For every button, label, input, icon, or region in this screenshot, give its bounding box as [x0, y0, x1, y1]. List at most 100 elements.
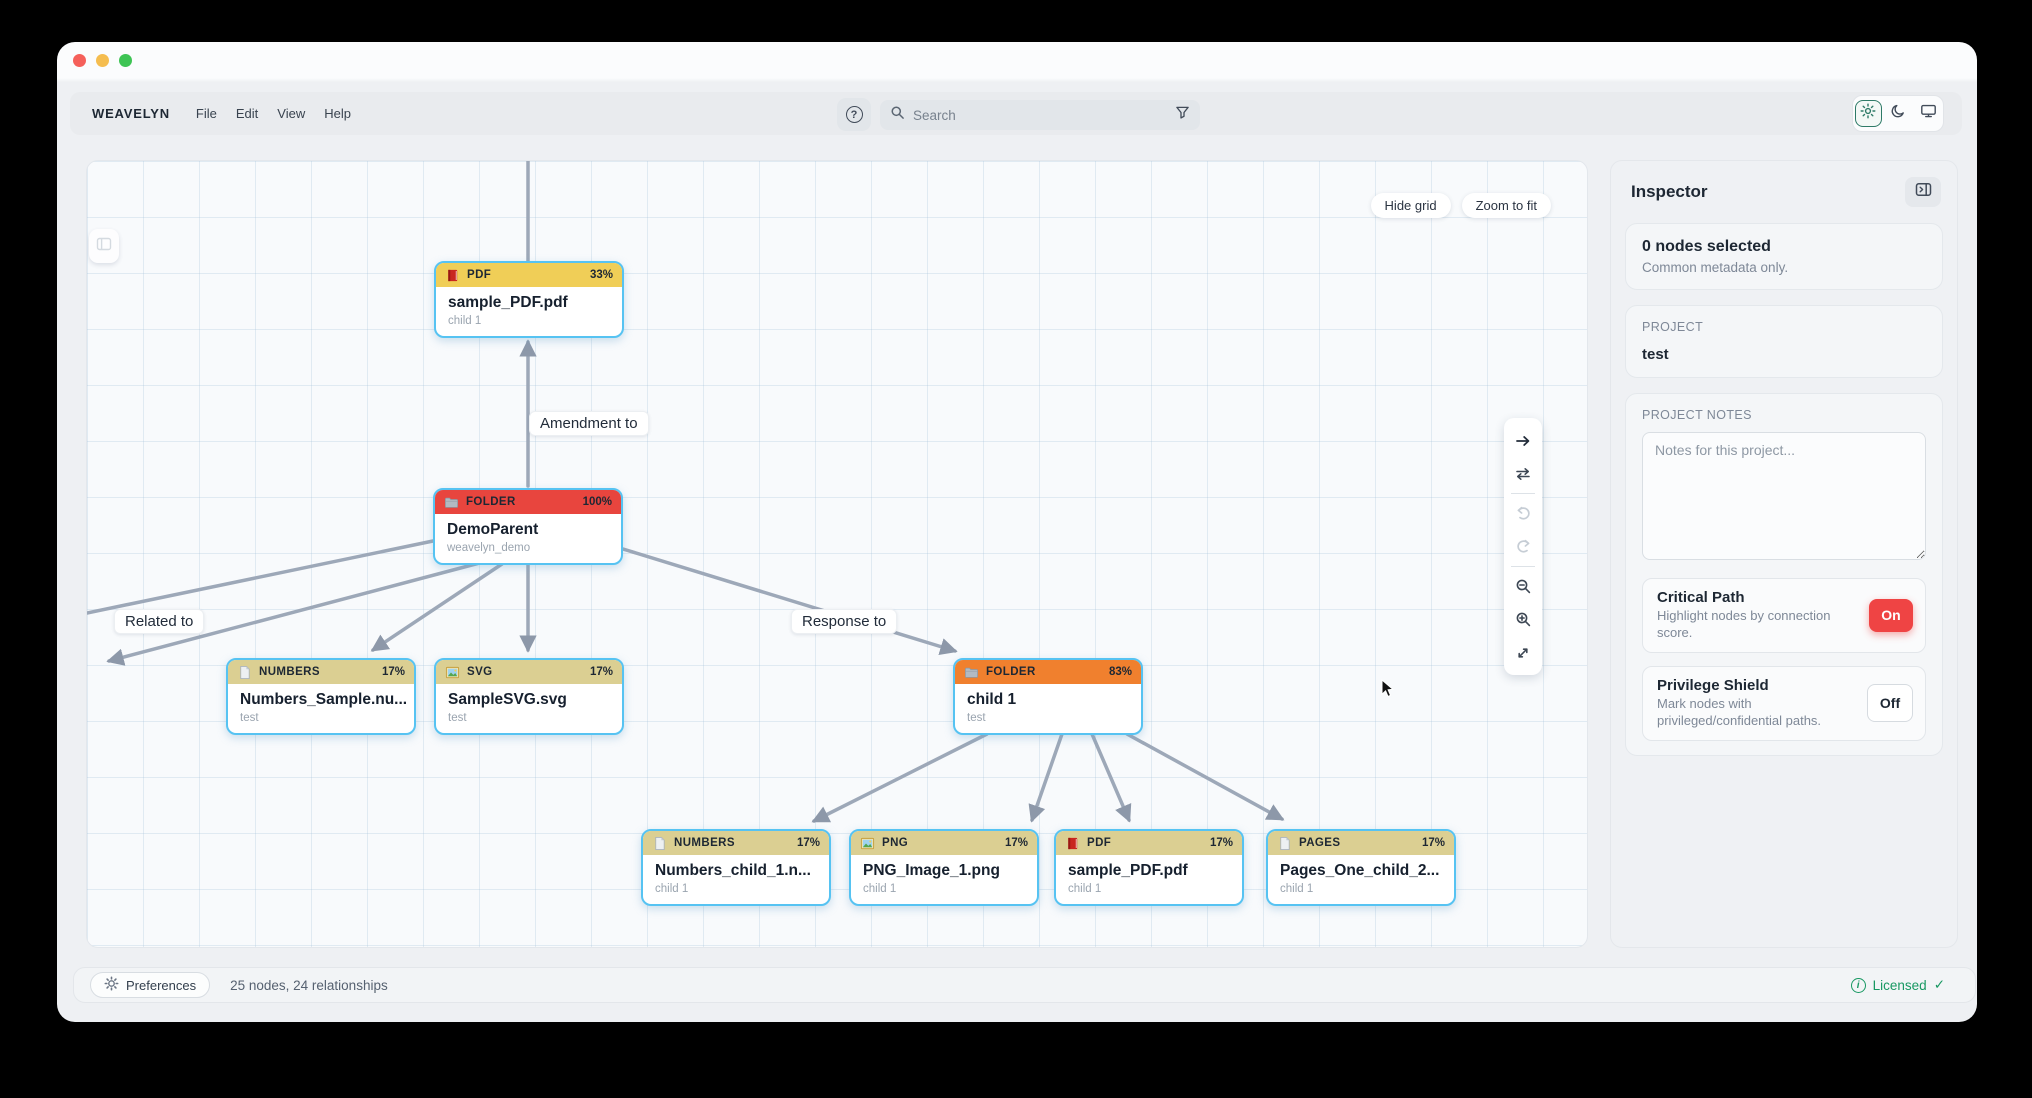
- node-percent: 17%: [1004, 837, 1028, 849]
- node-subtitle: test: [967, 712, 986, 724]
- image-icon: [860, 836, 875, 851]
- hide-grid-button[interactable]: Hide grid: [1370, 193, 1451, 218]
- document-icon: [652, 836, 667, 851]
- document-icon: [1277, 836, 1292, 851]
- zoom-to-fit-button[interactable]: Zoom to fit: [1461, 193, 1551, 218]
- license-check-icon: ✓: [1933, 977, 1945, 992]
- preferences-label: Preferences: [126, 977, 197, 993]
- pdf-book-icon: [445, 268, 460, 283]
- node-percent: 17%: [1421, 837, 1445, 849]
- graph-node[interactable]: NUMBERS 17% Numbers_child_1.n...child 1: [641, 829, 831, 906]
- graph-side-toolbar: [1504, 418, 1542, 675]
- dark-mode-button[interactable]: [1885, 100, 1912, 127]
- redo-button[interactable]: [1506, 530, 1540, 563]
- license-label: Licensed: [1872, 977, 1927, 993]
- node-type: PDF: [467, 269, 492, 281]
- toolbar-divider: [1511, 566, 1535, 567]
- preferences-button[interactable]: Preferences: [90, 972, 211, 998]
- node-subtitle: test: [448, 712, 467, 724]
- critical-path-desc: Highlight nodes by connection score.: [1657, 608, 1831, 640]
- search-input[interactable]: [913, 107, 1167, 123]
- info-icon: i: [1850, 977, 1866, 993]
- graph-canvas[interactable]: Amendment to Related to Response to PDF 33%…: [86, 160, 1588, 948]
- node-subtitle: child 1: [1280, 883, 1314, 895]
- edge-label: Amendment to: [529, 411, 649, 436]
- project-name: test: [1642, 346, 1669, 363]
- collapse-inspector-button[interactable]: [1905, 177, 1941, 207]
- zoom-window-button[interactable]: [119, 54, 132, 67]
- node-title: Numbers_child_1.n...: [655, 862, 811, 879]
- node-type: NUMBERS: [674, 837, 735, 849]
- expand-left-panel-button[interactable]: [89, 229, 119, 263]
- node-percent: 100%: [582, 496, 612, 508]
- edge-label: Related to: [114, 609, 205, 634]
- graph-edge: [87, 539, 435, 615]
- zoom-out-button[interactable]: [1506, 570, 1540, 603]
- pdf-book-icon: [1065, 836, 1080, 851]
- light-mode-button[interactable]: [1854, 100, 1882, 127]
- graph-edge: [1028, 732, 1064, 823]
- undo-button[interactable]: [1506, 497, 1540, 530]
- toolbar-divider: [1511, 493, 1535, 494]
- project-card: PROJECT test: [1625, 305, 1943, 378]
- critical-path-setting: Critical Path Highlight nodes by connect…: [1642, 578, 1926, 653]
- menu-file[interactable]: File: [195, 106, 217, 121]
- node-title: Pages_One_child_2...: [1280, 862, 1440, 879]
- sun-icon: [1860, 103, 1876, 124]
- folder-icon: [444, 495, 459, 510]
- close-button[interactable]: [73, 54, 86, 67]
- node-type: PDF: [1087, 837, 1112, 849]
- swap-arrows-button[interactable]: [1506, 457, 1540, 490]
- graph-summary: 25 nodes, 24 relationships: [230, 977, 388, 993]
- node-subtitle: weavelyn_demo: [447, 542, 531, 554]
- folder-icon: [964, 665, 979, 680]
- menu-help[interactable]: Help: [324, 106, 351, 121]
- node-percent: 17%: [589, 666, 613, 678]
- node-percent: 33%: [589, 269, 613, 281]
- fit-expand-button[interactable]: [1506, 636, 1540, 669]
- privilege-shield-toggle[interactable]: Off: [1867, 684, 1913, 723]
- help-button[interactable]: ?: [837, 98, 871, 131]
- menu-view[interactable]: View: [277, 106, 306, 121]
- node-title: PNG_Image_1.png: [863, 862, 1000, 879]
- graph-edge: [370, 562, 504, 652]
- critical-path-toggle[interactable]: On: [1869, 598, 1913, 632]
- node-percent: 17%: [796, 837, 820, 849]
- minimize-button[interactable]: [96, 54, 109, 67]
- system-mode-button[interactable]: [1915, 100, 1942, 127]
- canvas-controls: Hide grid Zoom to fit: [1370, 193, 1551, 218]
- filter-funnel-icon[interactable]: [1175, 105, 1190, 125]
- graph-edge: [811, 732, 989, 823]
- zoom-in-button[interactable]: [1506, 603, 1540, 636]
- node-subtitle: child 1: [655, 883, 689, 895]
- display-icon: [1920, 103, 1937, 124]
- document-icon: [237, 665, 252, 680]
- gear-icon: [104, 976, 119, 994]
- graph-edge: [621, 547, 958, 656]
- menu-edit[interactable]: Edit: [235, 106, 259, 121]
- arrow-right-button[interactable]: [1506, 424, 1540, 457]
- node-type: FOLDER: [986, 666, 1036, 678]
- inspector-title: Inspector: [1631, 182, 1708, 201]
- search-icon: [890, 105, 905, 125]
- node-type: NUMBERS: [259, 666, 320, 678]
- project-notes-input[interactable]: [1642, 432, 1926, 560]
- app-title: WEAVELYN: [92, 106, 170, 121]
- menu-items: File Edit View Help: [196, 106, 351, 121]
- project-label: PROJECT: [1642, 320, 1704, 334]
- node-subtitle: child 1: [863, 883, 897, 895]
- selection-title: 0 nodes selected: [1642, 238, 1771, 255]
- edge-label: Response to: [791, 609, 898, 634]
- image-icon: [445, 665, 460, 680]
- search-box[interactable]: [880, 100, 1200, 130]
- moon-icon: [1890, 103, 1906, 124]
- node-percent: 17%: [381, 666, 405, 678]
